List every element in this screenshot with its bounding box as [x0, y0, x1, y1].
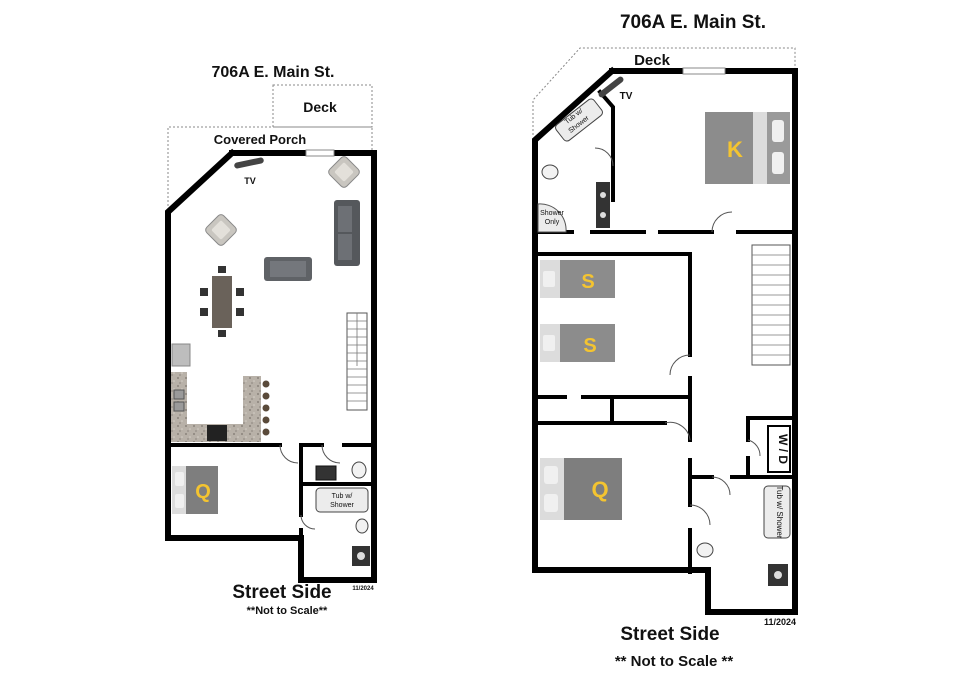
- right-tv-icon: [598, 76, 624, 98]
- single-letter-1: S: [581, 271, 594, 293]
- sink-icon: [173, 389, 185, 400]
- right-queen-letter: Q: [591, 477, 608, 502]
- right-tub-2-icon: [763, 485, 791, 539]
- left-floor-plan: 706A E. Main St. Deck Covered Porch TV: [165, 64, 377, 617]
- washer-dryer: [767, 425, 791, 473]
- covered-porch-outline: [167, 126, 373, 210]
- covered-porch-label: Covered Porch: [214, 132, 307, 147]
- shower-only-label-2: Only: [545, 219, 560, 226]
- right-queen-bed: Q: [540, 458, 622, 520]
- left-stairs: [346, 312, 368, 411]
- bath-door: [300, 514, 316, 530]
- right-tub-2-label: Tub w/ Shower: [775, 485, 784, 538]
- right-not-to-scale: ** Not to Scale **: [615, 653, 734, 670]
- left-tub-label-1: Tub w/: [332, 493, 353, 500]
- porch-window: [305, 149, 335, 157]
- left-tv-label: TV: [244, 176, 256, 186]
- armchair-icon: [205, 214, 237, 246]
- left-tub-label-2: Shower: [330, 502, 354, 509]
- ottoman-icon: [264, 257, 312, 281]
- right-floor-plan: 706A E. Main St. Deck: [532, 12, 798, 670]
- left-tv-icon: [234, 157, 264, 169]
- right-deck-outline: [532, 47, 796, 135]
- right-plan-title: 706A E. Main St.: [620, 12, 766, 33]
- left-date: 11/2024: [352, 586, 374, 592]
- single-letter-2: S: [583, 335, 596, 357]
- right-date: 11/2024: [764, 617, 796, 627]
- left-not-to-scale: **Not to Scale**: [247, 605, 328, 617]
- left-tub-icon: [315, 487, 369, 513]
- armchair-icon: [328, 156, 360, 188]
- shower-only-label-1: Shower: [540, 210, 564, 217]
- right-tv-label: TV: [620, 91, 633, 102]
- king-letter: K: [727, 137, 743, 162]
- shower-only-icon: [537, 203, 567, 233]
- left-queen-letter: Q: [195, 481, 211, 503]
- left-queen-bed: Q: [172, 466, 218, 514]
- cooktop-icon: [207, 425, 227, 441]
- right-street-side: Street Side: [620, 624, 719, 645]
- right-tub-icon: [555, 98, 603, 142]
- left-deck-outline: [272, 84, 373, 128]
- toilet-icon: [355, 518, 369, 534]
- bar-stools-icon: [262, 380, 270, 436]
- right-outer-walls: [532, 66, 798, 615]
- toilet-icon: [351, 461, 367, 479]
- sofa-icon: [334, 200, 360, 266]
- left-deck-label: Deck: [303, 99, 337, 115]
- king-bed: K: [705, 112, 790, 184]
- right-deck-label: Deck: [634, 52, 671, 69]
- washer-icon: [315, 465, 337, 481]
- left-outer-walls: [165, 148, 377, 583]
- left-plan-title: 706A E. Main St.: [212, 64, 335, 81]
- left-street-side: Street Side: [232, 582, 331, 603]
- vanity-icon: [596, 182, 610, 228]
- single-bed-1: S: [540, 260, 615, 298]
- right-deck-window: [682, 67, 726, 75]
- bedroom-door: [279, 444, 299, 464]
- kitchen: [171, 343, 270, 442]
- fridge-icon: [171, 343, 191, 367]
- wd-label: W / D: [776, 434, 790, 464]
- dining-table-icon: [200, 266, 244, 337]
- toilet-icon: [541, 164, 559, 180]
- right-stairs: [751, 244, 791, 366]
- toilet-icon: [696, 542, 714, 558]
- laundry-door: [321, 444, 341, 464]
- single-bed-2: S: [540, 324, 615, 362]
